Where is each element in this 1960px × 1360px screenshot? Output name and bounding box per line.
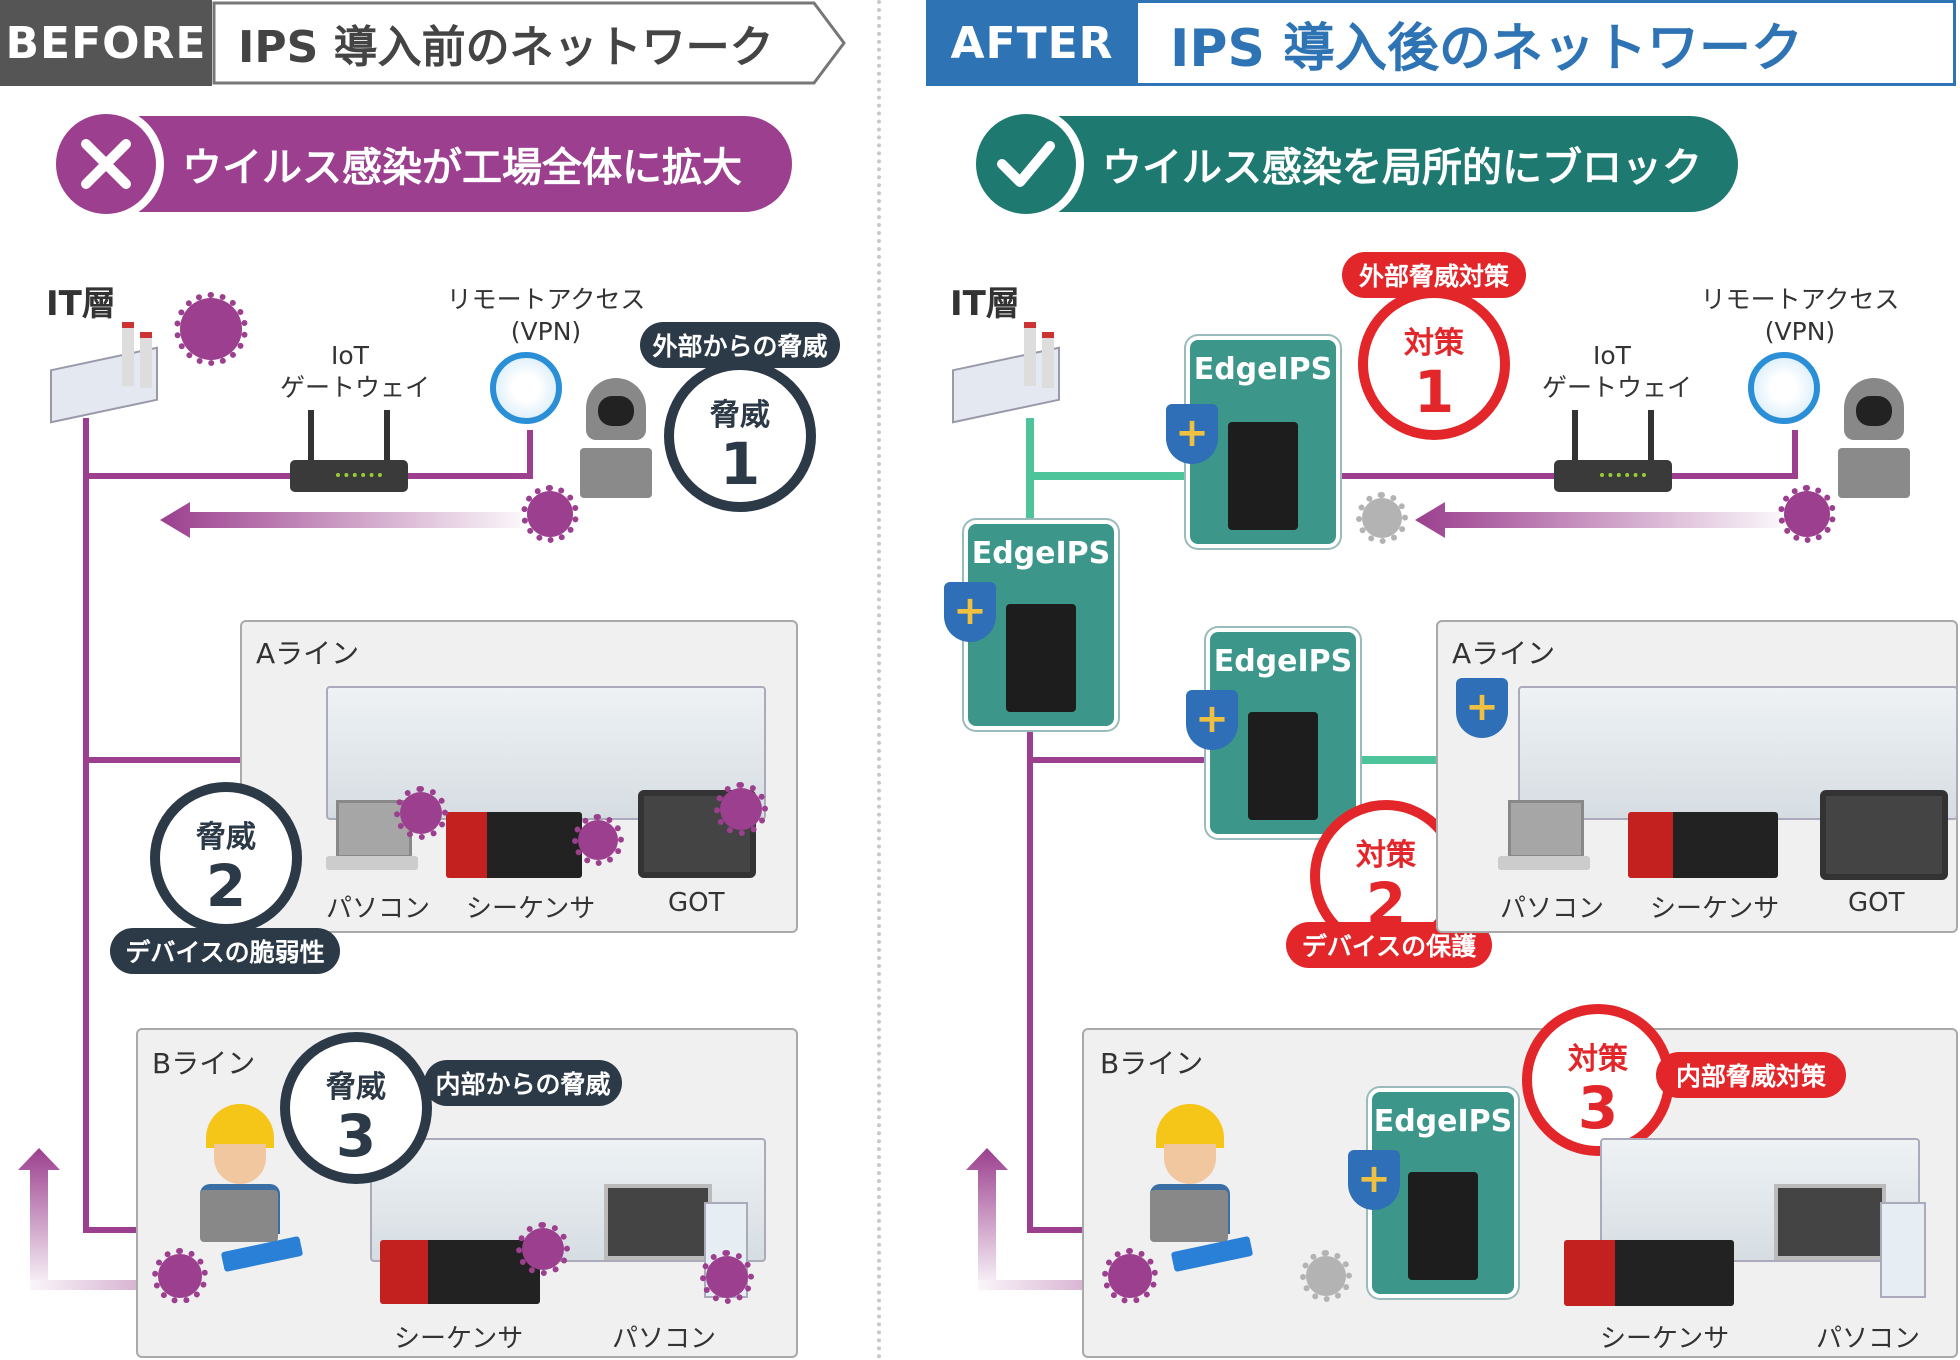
sequencer-icon bbox=[446, 812, 582, 878]
after-title: IPS 導入後のネットワーク bbox=[1170, 18, 1804, 79]
before-line-a-device-2: シーケンサ bbox=[466, 894, 596, 924]
hacker-icon bbox=[580, 378, 652, 502]
x-icon bbox=[48, 106, 164, 222]
measure-3-tag: 内部脅威対策 bbox=[1656, 1052, 1846, 1098]
virus-icon bbox=[1778, 485, 1836, 543]
shield-icon: + bbox=[944, 582, 996, 642]
edgeips-device-top: EdgeIPS bbox=[1186, 336, 1340, 548]
before-it-layer-label: IT層 bbox=[46, 284, 116, 324]
after-pill-label: ウイルス感染を局所的にブロック bbox=[1102, 145, 1702, 191]
after-line-a-device-3: GOT bbox=[1848, 888, 1905, 918]
after-line-a-device-1: パソコン bbox=[1500, 894, 1605, 924]
check-icon bbox=[968, 106, 1084, 222]
virus-icon bbox=[152, 1248, 208, 1304]
after-line-b-device-1: シーケンサ bbox=[1600, 1324, 1730, 1354]
sequencer-icon bbox=[1628, 812, 1778, 878]
after-line-a-device-2: シーケンサ bbox=[1650, 894, 1780, 924]
got-icon bbox=[1820, 790, 1948, 880]
virus-icon bbox=[394, 786, 448, 840]
production-line-image bbox=[1518, 686, 1958, 820]
sequencer-icon bbox=[1564, 1240, 1734, 1306]
blocked-virus-icon bbox=[1300, 1250, 1352, 1302]
factory-icon bbox=[952, 318, 1060, 424]
threat-2-circle: 脅威 2 bbox=[150, 782, 302, 934]
shield-icon: + bbox=[1166, 404, 1218, 464]
router-icon bbox=[1554, 410, 1672, 494]
section-divider bbox=[877, 0, 881, 1360]
threat-3-circle: 脅威 3 bbox=[280, 1032, 432, 1184]
sequencer-icon bbox=[380, 1240, 540, 1304]
hacker-icon bbox=[1838, 378, 1910, 502]
before-line-a-device-3: GOT bbox=[668, 888, 725, 918]
threat-2-tag: デバイスの脆弱性 bbox=[110, 928, 340, 974]
threat-1-circle: 脅威 1 bbox=[664, 360, 816, 512]
virus-icon bbox=[714, 782, 768, 836]
threat-1-tag: 外部からの脅威 bbox=[640, 322, 840, 368]
factory-icon bbox=[50, 318, 158, 424]
threat-3-tag: 内部からの脅威 bbox=[424, 1060, 622, 1106]
globe-icon bbox=[490, 352, 562, 424]
after-title-box bbox=[1138, 0, 1956, 86]
after-tag: AFTER bbox=[926, 0, 1138, 86]
worker-laptop-icon bbox=[1150, 1190, 1228, 1242]
before-line-a-label: Aライン bbox=[256, 637, 360, 670]
after-line-a-label: Aライン bbox=[1452, 637, 1556, 670]
router-icon bbox=[290, 410, 408, 494]
worker-laptop-icon bbox=[200, 1190, 278, 1242]
before-pill-label: ウイルス感染が工場全体に拡大 bbox=[182, 145, 742, 191]
virus-icon bbox=[516, 1222, 570, 1276]
before-line-b-device-1: シーケンサ bbox=[394, 1324, 524, 1354]
virus-icon bbox=[174, 292, 248, 366]
desktop-pc-icon bbox=[1774, 1184, 1926, 1298]
measure-1-circle: 対策 1 bbox=[1358, 288, 1510, 440]
measure-1-tag: 外部脅威対策 bbox=[1342, 252, 1526, 298]
after-it-layer-label: IT層 bbox=[950, 284, 1020, 324]
before-tag: BEFORE bbox=[0, 0, 212, 86]
virus-icon bbox=[521, 485, 579, 543]
globe-icon bbox=[1748, 352, 1820, 424]
virus-icon bbox=[1102, 1248, 1158, 1304]
before-title-arrow bbox=[212, 1, 846, 85]
measure-3-circle: 対策 3 bbox=[1522, 1004, 1674, 1156]
before-pill: ウイルス感染が工場全体に拡大 bbox=[48, 106, 792, 222]
after-line-b-label: Bライン bbox=[1100, 1047, 1204, 1080]
before-line-a-device-1: パソコン bbox=[326, 894, 431, 924]
shield-icon: + bbox=[1186, 690, 1238, 750]
shield-icon: + bbox=[1456, 678, 1508, 738]
virus-icon bbox=[700, 1250, 754, 1304]
shield-icon: + bbox=[1348, 1150, 1400, 1210]
before-title: IPS 導入前のネットワーク bbox=[238, 22, 774, 73]
before-remote-access-label: リモートアクセス(VPN) bbox=[446, 285, 646, 346]
after-pill: ウイルス感染を局所的にブロック bbox=[968, 106, 1738, 222]
virus-icon bbox=[572, 814, 624, 866]
after-remote-access-label: リモートアクセス(VPN) bbox=[1700, 285, 1900, 346]
blocked-virus-icon bbox=[1356, 492, 1408, 544]
before-line-b-device-2: パソコン bbox=[612, 1324, 717, 1354]
laptop-icon bbox=[1498, 800, 1590, 878]
before-line-b-label: Bライン bbox=[152, 1047, 256, 1080]
after-line-b-device-2: パソコン bbox=[1816, 1324, 1921, 1354]
